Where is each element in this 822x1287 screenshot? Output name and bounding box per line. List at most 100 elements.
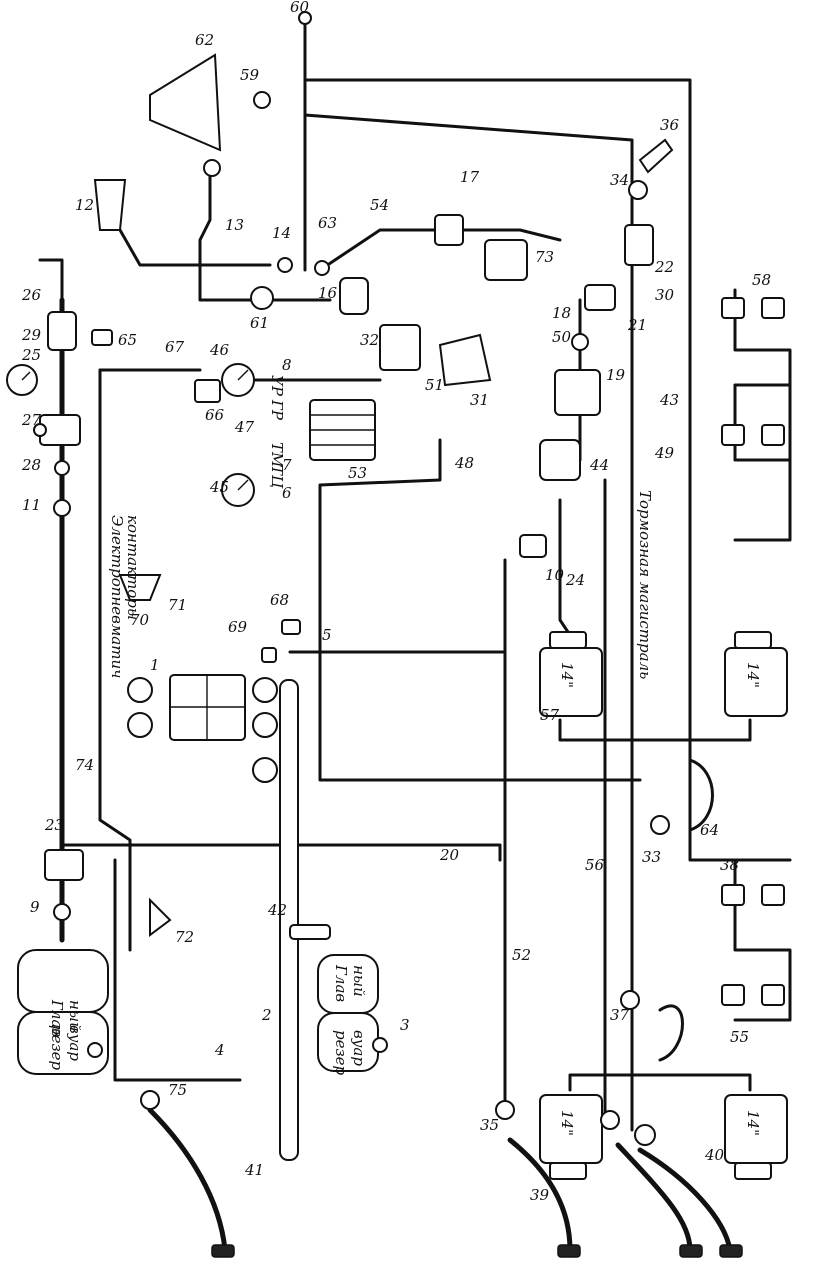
tank-16 bbox=[339, 277, 369, 315]
pipe-64-lower bbox=[658, 1004, 684, 1062]
callout-43: 43 bbox=[659, 391, 679, 409]
part-68 bbox=[281, 619, 301, 635]
bogie-frame-mid bbox=[733, 383, 792, 462]
tank-label-1c: резер bbox=[48, 1025, 66, 1071]
hose-39-right bbox=[615, 1142, 693, 1253]
part-30 bbox=[624, 224, 654, 266]
callout-49: 49 bbox=[654, 444, 675, 462]
cylinder-label-3: 14" bbox=[558, 1110, 576, 1136]
callout-9: 9 bbox=[30, 898, 40, 916]
part-35-right bbox=[600, 1110, 620, 1130]
callout-68: 68 bbox=[270, 591, 289, 609]
callout-40: 40 bbox=[704, 1146, 725, 1164]
callout-74: 74 bbox=[75, 756, 94, 774]
long-reservoir-2 bbox=[279, 679, 299, 1161]
part-66 bbox=[194, 379, 221, 403]
tank-label-2a: Глав bbox=[332, 964, 350, 1002]
callout-24: 24 bbox=[565, 571, 585, 589]
callout-29: 29 bbox=[21, 326, 42, 344]
part-69 bbox=[261, 647, 277, 663]
callout-31: 31 bbox=[470, 391, 489, 409]
handle-12 bbox=[93, 179, 127, 231]
part-59 bbox=[253, 91, 271, 109]
pipe-to-36 bbox=[303, 113, 634, 242]
brake-cylinder-top-right: 14" bbox=[724, 631, 788, 717]
callout-11: 11 bbox=[22, 496, 41, 514]
tank-label-2b: ный bbox=[350, 965, 368, 997]
hose-40 bbox=[637, 1147, 733, 1253]
gauge-45 bbox=[221, 473, 255, 507]
callout-59: 59 bbox=[240, 66, 260, 84]
valve-28 bbox=[54, 460, 70, 476]
main-reservoir-left: Глав ный резер вуар bbox=[17, 949, 109, 1075]
part-61 bbox=[250, 286, 274, 310]
valve-9 bbox=[53, 903, 71, 921]
callout-70: 70 bbox=[130, 611, 150, 629]
callout-4: 4 bbox=[214, 1041, 225, 1059]
contactor-70 bbox=[118, 574, 162, 601]
callout-54: 54 bbox=[370, 196, 389, 214]
part-27 bbox=[33, 414, 81, 446]
label-tm: ТМ bbox=[268, 442, 286, 468]
pipe-15 bbox=[198, 173, 332, 302]
part-51 bbox=[379, 324, 421, 371]
callout-8: 8 bbox=[282, 356, 292, 374]
callout-23: 23 bbox=[44, 816, 64, 834]
callout-58: 58 bbox=[752, 271, 771, 289]
part-18 bbox=[634, 1124, 656, 1146]
part-50 bbox=[571, 333, 589, 351]
callout-52: 52 bbox=[512, 946, 531, 964]
brake-valve-block-47 bbox=[309, 399, 376, 461]
callout-57: 57 bbox=[540, 706, 560, 724]
callout-22: 22 bbox=[654, 258, 674, 276]
callout-36: 36 bbox=[660, 116, 680, 134]
coupling-39-left bbox=[557, 1244, 581, 1258]
callout-7: 7 bbox=[282, 456, 292, 474]
pipe-64-upper bbox=[688, 758, 714, 832]
callout-32: 32 bbox=[360, 331, 379, 349]
callout-numbers: 1 2 3 4 5 6 7 8 9 10 11 12 13 14 16 17 1… bbox=[21, 0, 771, 1204]
brake-line-caption: Тормозная магистраль bbox=[636, 490, 654, 679]
compressor-1 bbox=[127, 674, 278, 783]
callout-18: 18 bbox=[552, 304, 571, 322]
callout-67: 67 bbox=[165, 338, 185, 356]
callout-33: 33 bbox=[642, 848, 661, 866]
contactors-caption-2: контакторы bbox=[124, 515, 142, 620]
gauge-25 bbox=[6, 364, 38, 396]
part-65 bbox=[91, 329, 113, 346]
callout-16: 16 bbox=[318, 284, 338, 302]
callout-71: 71 bbox=[168, 596, 187, 614]
pipe-74 bbox=[98, 368, 132, 952]
valve-11 bbox=[53, 499, 71, 517]
callout-2: 2 bbox=[261, 1006, 272, 1024]
brake-cylinder-bottom-left: 14" bbox=[539, 1094, 603, 1180]
pipe-4 bbox=[113, 858, 242, 1082]
part-3-left bbox=[87, 1042, 103, 1058]
cylinder-label-2: 14" bbox=[744, 662, 762, 688]
callout-34: 34 bbox=[610, 171, 629, 189]
callout-75: 75 bbox=[168, 1081, 187, 1099]
coupling-39-right bbox=[679, 1244, 703, 1258]
callout-56: 56 bbox=[585, 856, 605, 874]
tank-label-1b: ный bbox=[66, 1000, 84, 1032]
part-31 bbox=[438, 333, 492, 387]
brake-cylinder-top-left: 14" bbox=[539, 631, 603, 717]
callout-53: 53 bbox=[348, 464, 367, 482]
callout-27: 27 bbox=[21, 411, 42, 429]
brake-cylinder-bottom-right: 14" bbox=[724, 1094, 788, 1180]
callout-1: 1 bbox=[150, 656, 160, 674]
part-34 bbox=[628, 180, 648, 200]
bogie-valves-58 bbox=[721, 297, 785, 1006]
label-tc: ТЦ bbox=[268, 465, 286, 489]
part-19 bbox=[554, 369, 601, 416]
callout-72: 72 bbox=[175, 928, 194, 946]
callout-39: 39 bbox=[530, 1186, 550, 1204]
callout-66: 66 bbox=[205, 406, 225, 424]
callout-44: 44 bbox=[589, 456, 609, 474]
tank-label-1d: вуар bbox=[66, 1025, 84, 1061]
callout-48: 48 bbox=[454, 454, 474, 472]
callout-65: 65 bbox=[118, 331, 137, 349]
hose-39-left bbox=[507, 1137, 573, 1253]
pipe-12 bbox=[118, 228, 272, 267]
part-73 bbox=[484, 239, 528, 281]
